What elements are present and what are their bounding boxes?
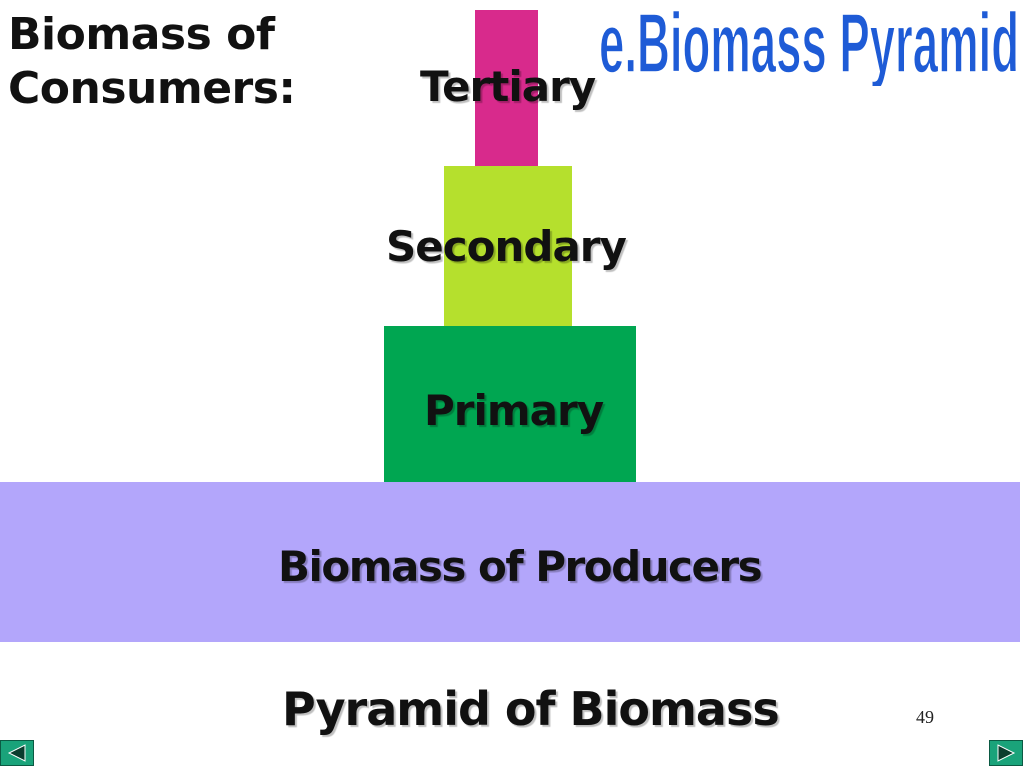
level-primary xyxy=(384,326,636,482)
consumers-heading-line1: Biomass of xyxy=(8,9,275,60)
level-secondary xyxy=(444,166,572,326)
pyramid-caption: Pyramid of Biomass xyxy=(282,682,780,736)
previous-slide-button[interactable] xyxy=(0,740,34,766)
consumers-heading-line2: Consumers: xyxy=(8,63,296,114)
slide-title-text: e.Biomass Pyramid xyxy=(599,0,1019,86)
label-producers: Biomass of Producers xyxy=(278,542,763,591)
triangle-right-icon xyxy=(997,744,1016,762)
label-secondary: Secondary xyxy=(386,222,627,271)
label-primary: Primary xyxy=(424,386,604,435)
consumers-heading: Biomass of Consumers: xyxy=(8,8,296,116)
level-producers xyxy=(0,482,1020,642)
level-tertiary xyxy=(475,10,538,166)
triangle-left-icon xyxy=(7,744,26,762)
page-number: 49 xyxy=(916,707,934,727)
next-slide-button[interactable] xyxy=(989,740,1023,766)
slide-title: e.Biomass Pyramid xyxy=(596,0,1022,86)
label-tertiary: Tertiary xyxy=(420,62,596,111)
